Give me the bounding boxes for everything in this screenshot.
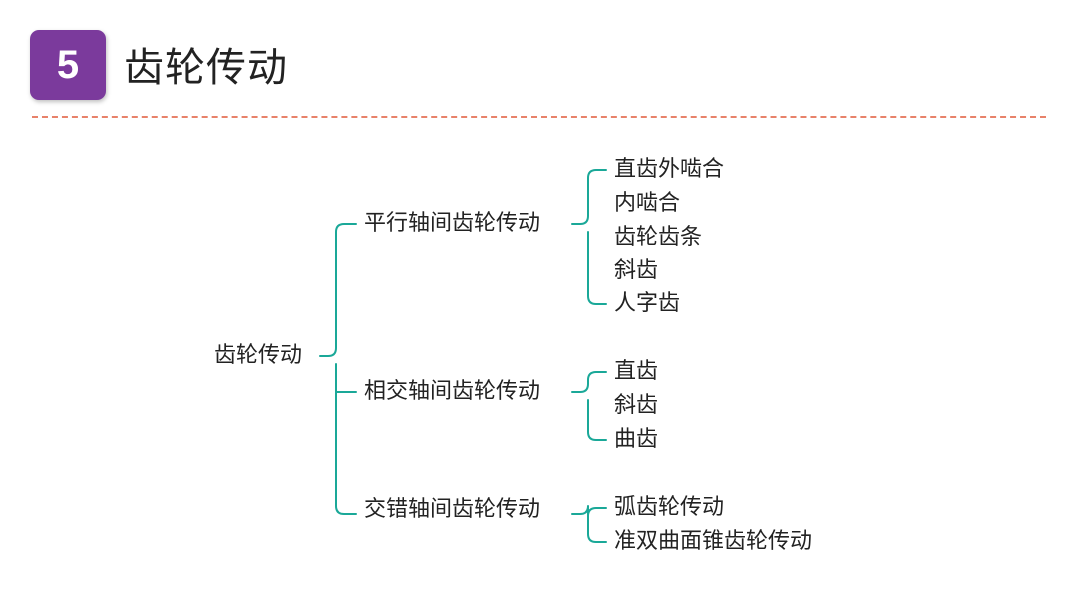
leaf-node: 弧齿轮传动: [614, 495, 725, 520]
leaf-node: 人字齿: [614, 291, 681, 316]
leaf-node: 斜齿: [614, 258, 659, 283]
branch-node-crossed: 交错轴间齿轮传动: [364, 497, 541, 522]
leaf-node: 直齿外啮合: [614, 157, 725, 182]
branch-node-intersecting: 相交轴间齿轮传动: [364, 379, 541, 404]
leaf-node: 准双曲面锥齿轮传动: [614, 529, 813, 554]
leaf-node: 内啮合: [614, 191, 681, 216]
leaf-node: 直齿: [614, 359, 659, 384]
tree-root-node: 齿轮传动: [214, 343, 303, 368]
section-number-badge: 5: [30, 30, 106, 100]
leaf-node: 斜齿: [614, 393, 659, 418]
branch-bracket-intersecting: [571, 371, 607, 441]
page-title: 齿轮传动: [124, 45, 288, 91]
title-divider: [32, 116, 1046, 118]
branch-bracket-parallel: [571, 169, 607, 305]
branch-bracket-crossed: [571, 505, 607, 543]
leaf-node: 齿轮齿条: [614, 225, 703, 250]
leaf-node: 曲齿: [614, 427, 659, 452]
branch-node-parallel: 平行轴间齿轮传动: [364, 211, 541, 236]
root-bracket: [319, 223, 357, 515]
